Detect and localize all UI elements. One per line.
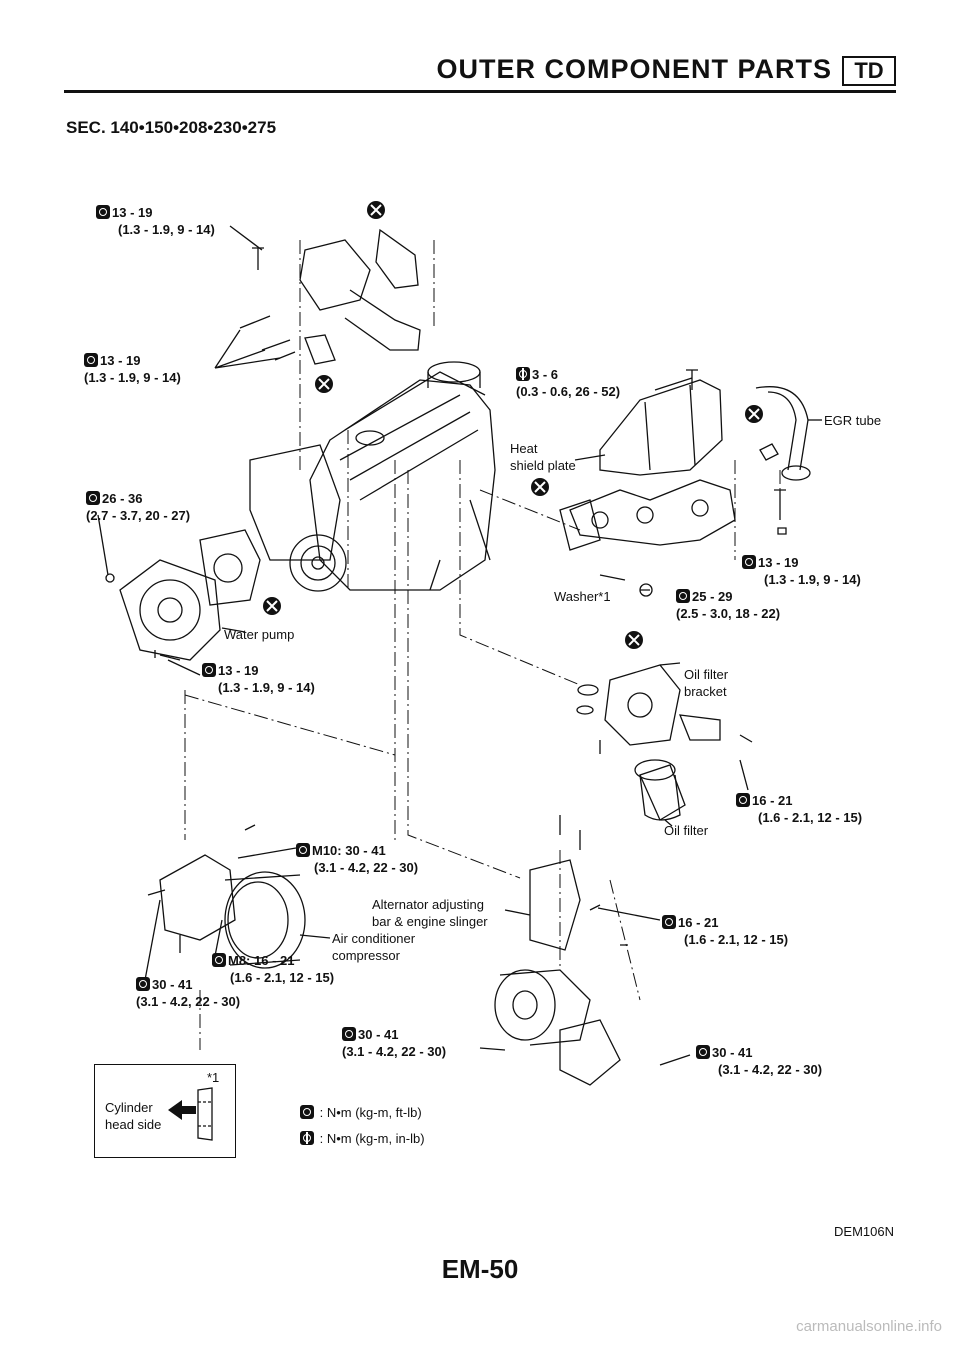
torque-callout-c7: 13 - 19(1.3 - 1.9, 9 - 14) [202, 662, 315, 696]
torque-callout-c4: 26 - 36(2.7 - 3.7, 20 - 27) [86, 491, 191, 523]
torque-ft-lb-icon [136, 977, 150, 991]
exhaust-manifold [559, 479, 736, 551]
torque-callout-c5: 13 - 19(1.3 - 1.9, 9 - 14) [742, 554, 861, 588]
label-washer: Washer*1 [554, 589, 611, 604]
torque-ft-lb-icon [296, 843, 310, 857]
torque-ft-lb-icon [96, 205, 110, 219]
torque-ft-lb-icon [696, 1045, 710, 1059]
header-rule [64, 90, 896, 93]
torque-ft-lb-icon [662, 915, 676, 929]
legend-unit-in-lb: : N•m (kg-m, in-lb) [300, 1130, 425, 1147]
torque-ft-lb-icon [84, 353, 98, 367]
label-water-pump: Water pump [224, 627, 295, 642]
ac-compressor [147, 824, 306, 969]
legend-unit-ft-lb: : N•m (kg-m, ft-lb) [300, 1104, 422, 1121]
torque-callout-c10: 16 - 21(1.6 - 2.1, 12 - 15) [662, 914, 788, 948]
torque-callout-c2: 13 - 19(1.3 - 1.9, 9 - 14) [84, 353, 181, 385]
torque-callout-c1: 13 - 19(1.3 - 1.9, 9 - 14) [96, 204, 215, 238]
torque-ft-lb-icon [202, 663, 216, 677]
torque-callout-c6: 25 - 29(2.5 - 3.0, 18 - 22) [676, 589, 781, 621]
torque-ft-lb-icon [676, 589, 690, 603]
egr-tube [755, 386, 811, 535]
torque-callout-c13: 30 - 41(3.1 - 4.2, 22 - 30) [342, 1027, 447, 1059]
label-egr-tube: EGR tube [824, 413, 882, 428]
page-number: EM-50 [441, 1254, 519, 1284]
page-header: OUTER COMPONENT PARTS TD [64, 48, 896, 93]
watermark: carmanualsonline.info [796, 1318, 942, 1335]
torque-in-lb-icon [300, 1131, 314, 1145]
section-codes: SEC. 140•150•208•230•275 [66, 118, 277, 137]
engine-block [249, 361, 496, 592]
page-title: OUTER COMPONENT PARTS [436, 54, 832, 84]
torque-ft-lb-icon [342, 1027, 356, 1041]
engine-badge: TD [842, 56, 896, 86]
oil-filter [634, 759, 686, 821]
heat-shield-plate [599, 369, 723, 476]
figure-reference: DEM106N [834, 1224, 894, 1239]
bolts-top [239, 247, 296, 361]
torque-in-lb-icon [516, 367, 530, 381]
legend-note-mark: *1 [207, 1070, 220, 1085]
water-outlet [299, 228, 421, 365]
alternator [494, 815, 628, 1086]
torque-ft-lb-icon [300, 1105, 314, 1119]
cylinder-head-arrow [168, 1100, 196, 1120]
torque-callout-c3: 3 - 6(0.3 - 0.6, 26 - 52) [516, 367, 621, 399]
torque-ft-lb-icon [742, 555, 756, 569]
label-oil-filter: Oil filter [664, 823, 709, 838]
torque-callout-c8: 16 - 21(1.6 - 2.1, 12 - 15) [736, 792, 862, 826]
torque-callout-c9: M10: 30 - 41(3.1 - 4.2, 22 - 30) [296, 842, 418, 876]
torque-ft-lb-icon [86, 491, 100, 505]
torque-callout-c14: 30 - 41(3.1 - 4.2, 22 - 30) [696, 1044, 822, 1078]
torque-callout-c12: 30 - 41(3.1 - 4.2, 22 - 30) [136, 977, 241, 1009]
torque-ft-lb-icon [736, 793, 750, 807]
water-pump [119, 529, 261, 661]
torque-callout-c11: M8: 16 - 21(1.6 - 2.1, 12 - 15) [212, 952, 334, 986]
torque-ft-lb-icon [212, 953, 226, 967]
